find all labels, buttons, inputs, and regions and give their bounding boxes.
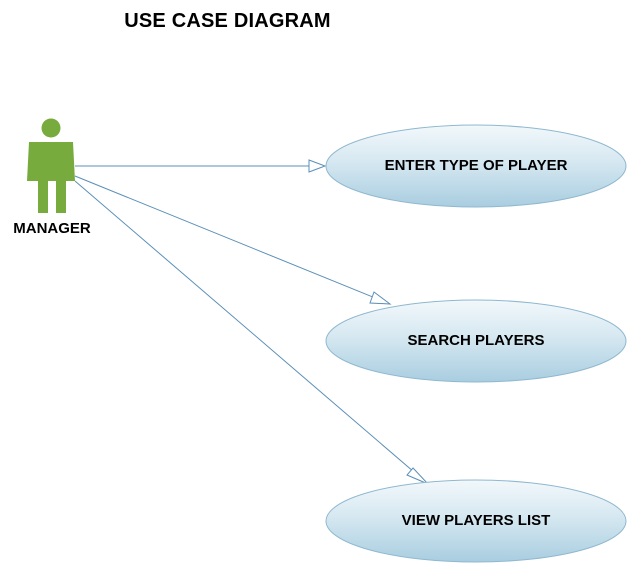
actor-label-manager: MANAGER xyxy=(13,220,91,237)
arrowhead-icon xyxy=(406,467,429,485)
use-case-search-players[interactable] xyxy=(325,299,627,383)
association-search-players xyxy=(74,175,392,305)
manager-actor[interactable] xyxy=(27,118,75,214)
person-icon xyxy=(27,118,75,213)
arrowhead-icon xyxy=(369,291,392,305)
association-enter-type xyxy=(75,159,327,173)
arrowhead-icon xyxy=(308,159,327,173)
use-case-label-search-players: SEARCH PLAYERS xyxy=(407,332,545,349)
use-case-label-enter-type: ENTER TYPE OF PLAYER xyxy=(384,157,568,174)
use-case-view-players-list[interactable] xyxy=(325,479,627,563)
association-view-players xyxy=(74,180,429,485)
diagram-title: USE CASE DIAGRAM xyxy=(124,10,331,32)
use-case-enter-type-of-player[interactable] xyxy=(325,124,627,208)
use-case-label-view-players: VIEW PLAYERS LIST xyxy=(401,512,551,529)
